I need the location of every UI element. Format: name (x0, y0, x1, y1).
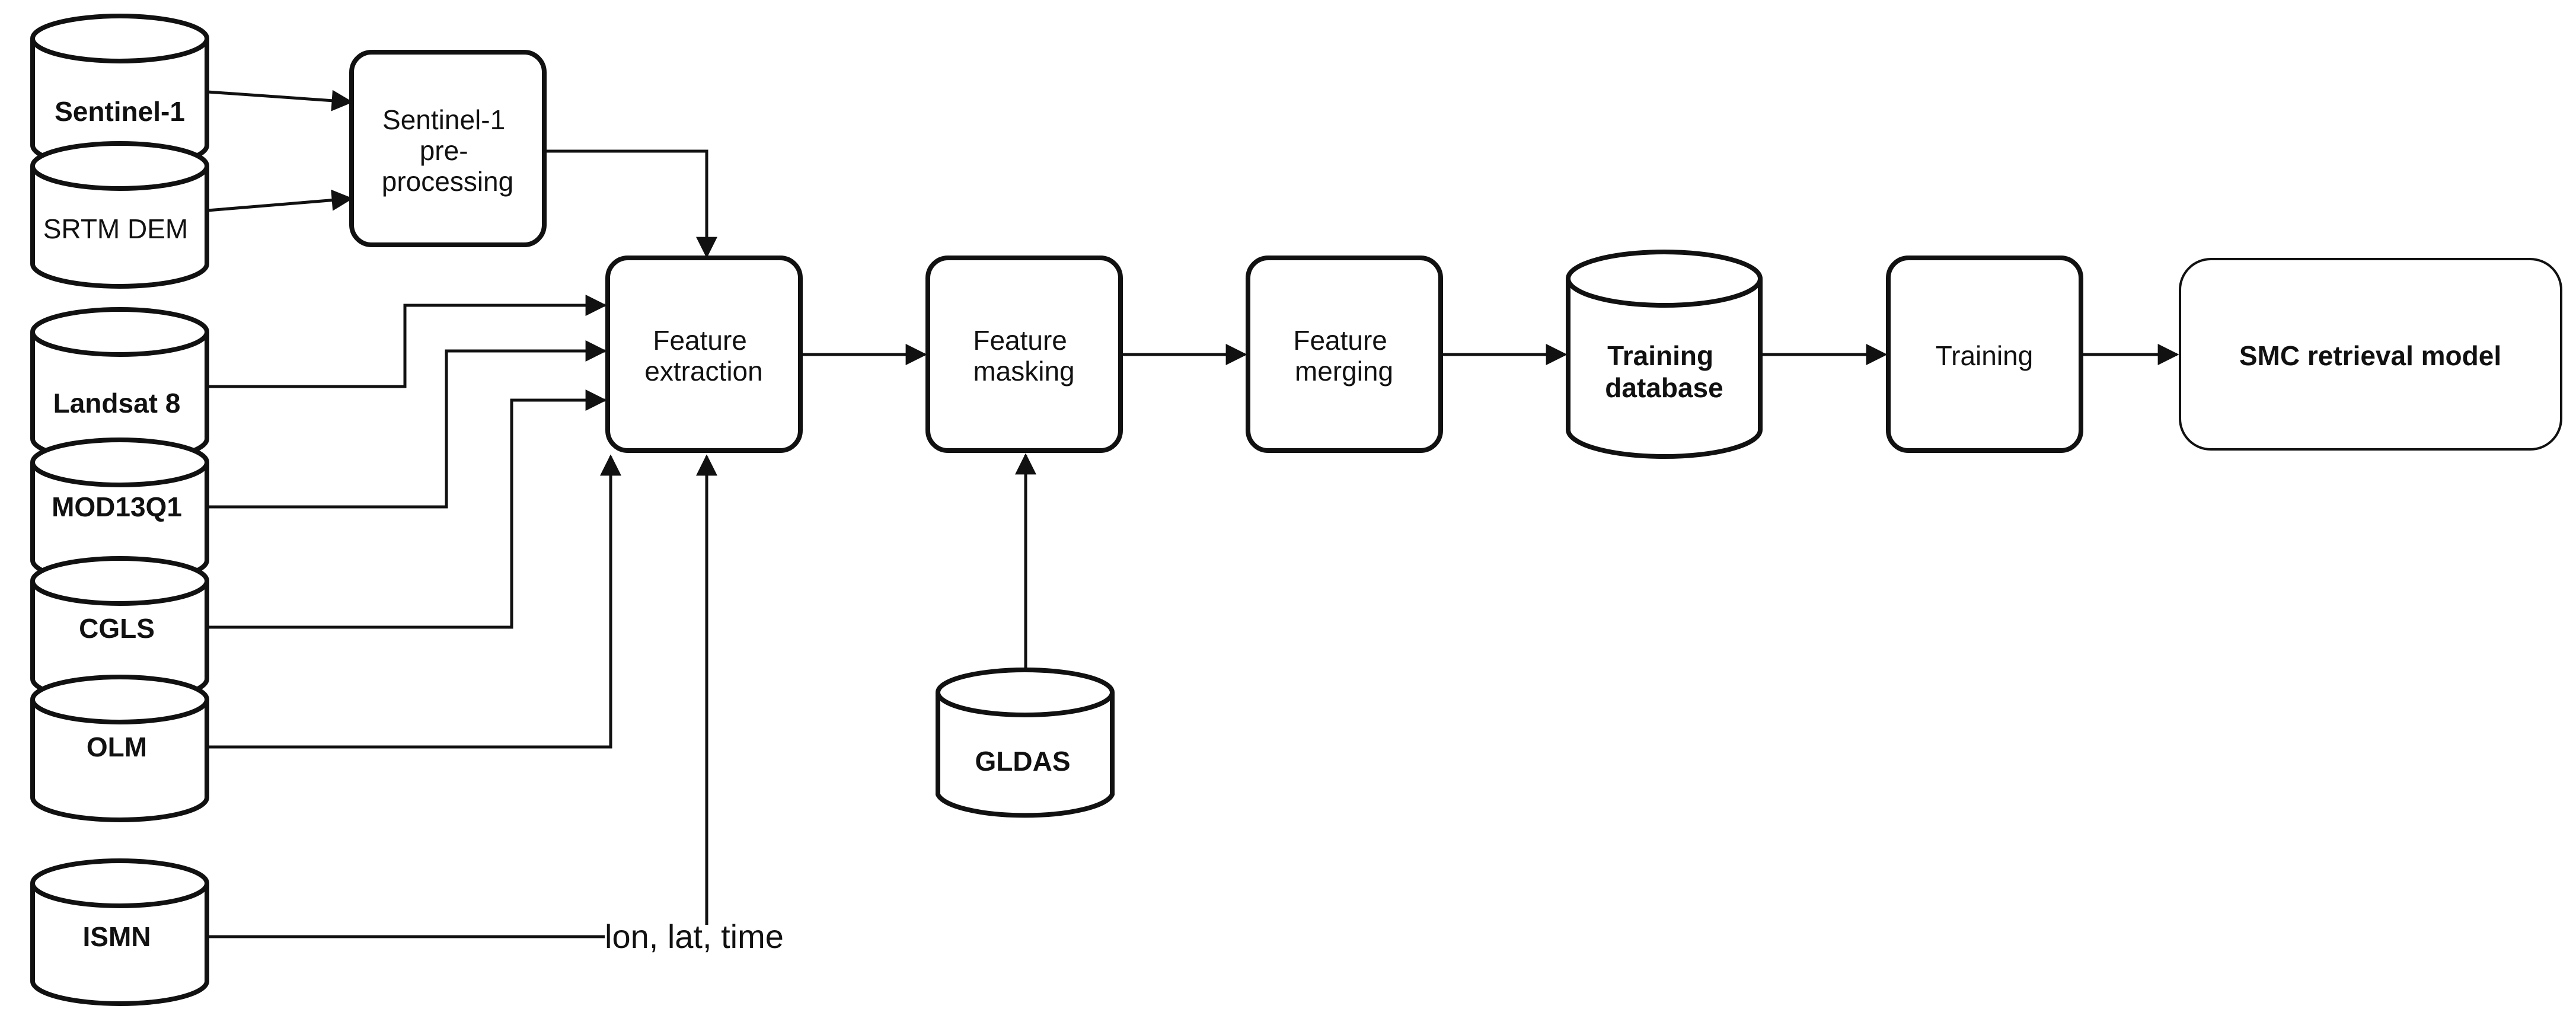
cylinder-mod13q1: MOD13Q1 (30, 438, 209, 585)
cylinder-ismn: ISMN (30, 858, 209, 1006)
cylinder-olm: OLM (30, 675, 209, 822)
node-label: Sentinel-1 (55, 96, 185, 127)
edge-sentinel1-to-preproc (207, 90, 353, 111)
edge-preproc-to-extraction (547, 149, 717, 258)
node-label: ISMN (83, 921, 151, 952)
node-label: Training (1936, 340, 2033, 371)
node-label: OLM (87, 732, 147, 762)
edge-olm-to-extraction (208, 454, 621, 749)
node-label: SMC retrieval model (2239, 340, 2501, 371)
node-label: Feature masking (973, 325, 1074, 387)
edge-cgls-to-extraction (208, 389, 607, 629)
box-smc-retrieval-model: SMC retrieval model (2179, 258, 2562, 451)
box-feature-merging: Feature merging (1246, 256, 1443, 453)
edge-srtm-to-preproc (207, 189, 353, 212)
cylinder-srtm-dem: SRTM DEM (30, 141, 209, 289)
edge-mod13q1-to-extraction (208, 340, 607, 509)
node-label: Sentinel-1 pre- processing (382, 104, 513, 197)
edge-landsat8-to-extraction (208, 295, 607, 388)
cylinder-cgls: CGLS (30, 556, 209, 704)
box-feature-extraction: Feature extraction (605, 256, 803, 453)
node-label: CGLS (79, 613, 155, 644)
node-label: MOD13Q1 (52, 491, 182, 522)
node-label: Feature extraction (644, 325, 762, 387)
node-label: Feature merging (1293, 325, 1394, 387)
node-label: Landsat 8 (53, 388, 181, 419)
edge-label-lon-lat-time: lon, lat, time (605, 918, 784, 955)
cylinder-gldas: GLDAS (936, 668, 1115, 818)
cylinder-training-database: Training database (1566, 250, 1763, 459)
node-label: GLDAS (975, 746, 1071, 777)
box-feature-masking: Feature masking (925, 256, 1123, 453)
box-training: Training (1886, 256, 2083, 453)
edges (207, 90, 2179, 938)
box-sentinel1-preprocessing: Sentinel-1 pre- processing (349, 50, 547, 247)
node-label: SRTM DEM (43, 213, 189, 244)
cylinder-landsat8: Landsat 8 (30, 307, 209, 464)
node-label: Training database (1605, 340, 1723, 403)
